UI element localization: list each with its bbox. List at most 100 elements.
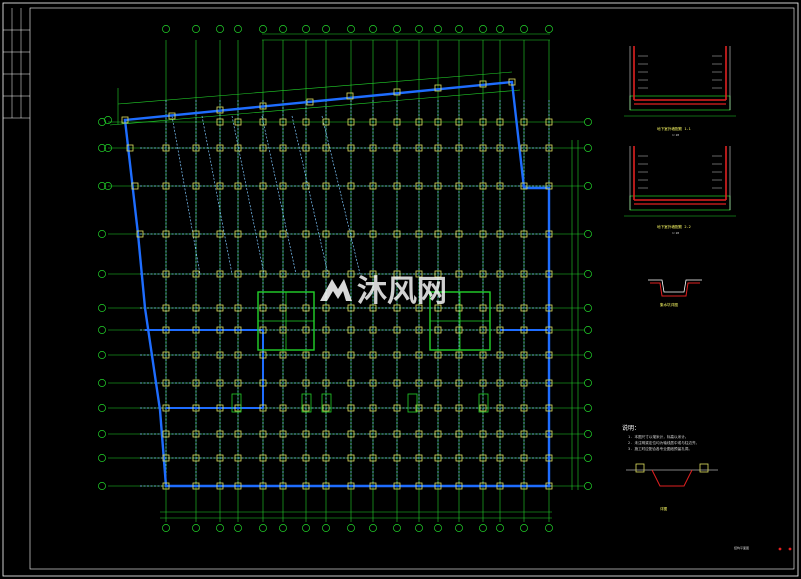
beam-line-skew (171, 115, 201, 275)
sheet-label: 结构平面图 (734, 545, 749, 550)
column (369, 118, 377, 126)
column (279, 230, 287, 238)
column (393, 482, 401, 490)
column (545, 144, 553, 152)
grid-bubble (279, 25, 287, 33)
grid-bubble (98, 430, 106, 438)
column (216, 182, 224, 190)
column (302, 182, 310, 190)
column (545, 326, 553, 334)
grid-bubble (192, 524, 200, 532)
column (136, 230, 144, 238)
column (369, 182, 377, 190)
column (259, 482, 267, 490)
column (545, 430, 553, 438)
column (455, 482, 463, 490)
column (434, 118, 442, 126)
column (434, 270, 442, 278)
column (306, 98, 314, 106)
column (455, 182, 463, 190)
column (322, 304, 330, 312)
column (369, 304, 377, 312)
column (162, 482, 170, 490)
notes-block: 说明： 1. 本图尺寸以毫米计，标高以米计。 2. 未注明梁定位均为轴线居中或与… (622, 424, 699, 511)
column (259, 326, 267, 334)
grid-bubble (104, 116, 112, 124)
column (455, 404, 463, 412)
column (520, 430, 528, 438)
sump-rebar (650, 282, 700, 297)
grid-bubble (322, 25, 330, 33)
section-caption-3: 集水坑详图 (660, 302, 678, 307)
column (259, 230, 267, 238)
title-block: 结构平面图 (734, 545, 792, 551)
grid-bubble (545, 25, 553, 33)
column (234, 482, 242, 490)
grid-bubble (584, 270, 592, 278)
wall-stub (478, 393, 489, 413)
column (259, 118, 267, 126)
column (259, 270, 267, 278)
column (496, 118, 504, 126)
column (393, 304, 401, 312)
column (434, 351, 442, 359)
column (279, 144, 287, 152)
wall-stub (231, 393, 242, 413)
column (496, 482, 504, 490)
column (279, 270, 287, 278)
column (192, 404, 200, 412)
grid-bubble (520, 524, 528, 532)
column (322, 482, 330, 490)
grid-bubble (98, 144, 106, 152)
column (415, 144, 423, 152)
grid-bubble (415, 25, 423, 33)
column (393, 326, 401, 334)
column (369, 454, 377, 462)
column (302, 454, 310, 462)
grid-bubble (279, 524, 287, 532)
beam-line-skew (321, 115, 361, 275)
grid-bubble (98, 379, 106, 387)
column (347, 304, 355, 312)
column (434, 304, 442, 312)
section-caption-2: 地下室外墙配筋 2-2 (657, 224, 691, 229)
column (545, 304, 553, 312)
grid-bubble (584, 482, 592, 490)
grid-bubble (192, 25, 200, 33)
detail-column (635, 463, 645, 473)
section-details (624, 46, 736, 487)
column (322, 230, 330, 238)
column (496, 304, 504, 312)
wall-stub (407, 393, 418, 413)
column (415, 351, 423, 359)
column (279, 304, 287, 312)
grid-bubble (584, 379, 592, 387)
grid-bubble (369, 25, 377, 33)
column (162, 304, 170, 312)
column (192, 351, 200, 359)
outer-wall (123, 80, 551, 488)
mufeng-logo-icon (320, 279, 352, 301)
column (322, 430, 330, 438)
column (479, 144, 487, 152)
column (322, 351, 330, 359)
column (455, 430, 463, 438)
grid-bubble (393, 25, 401, 33)
column (322, 182, 330, 190)
column (192, 430, 200, 438)
column (216, 326, 224, 334)
grid-bubble (455, 524, 463, 532)
column (192, 482, 200, 490)
column (508, 78, 516, 86)
grid-bubble (98, 304, 106, 312)
column (234, 454, 242, 462)
column (434, 454, 442, 462)
column (496, 454, 504, 462)
column (415, 404, 423, 412)
column (162, 326, 170, 334)
columns (121, 78, 553, 490)
column (279, 482, 287, 490)
column (520, 482, 528, 490)
notes-detail (626, 463, 718, 487)
